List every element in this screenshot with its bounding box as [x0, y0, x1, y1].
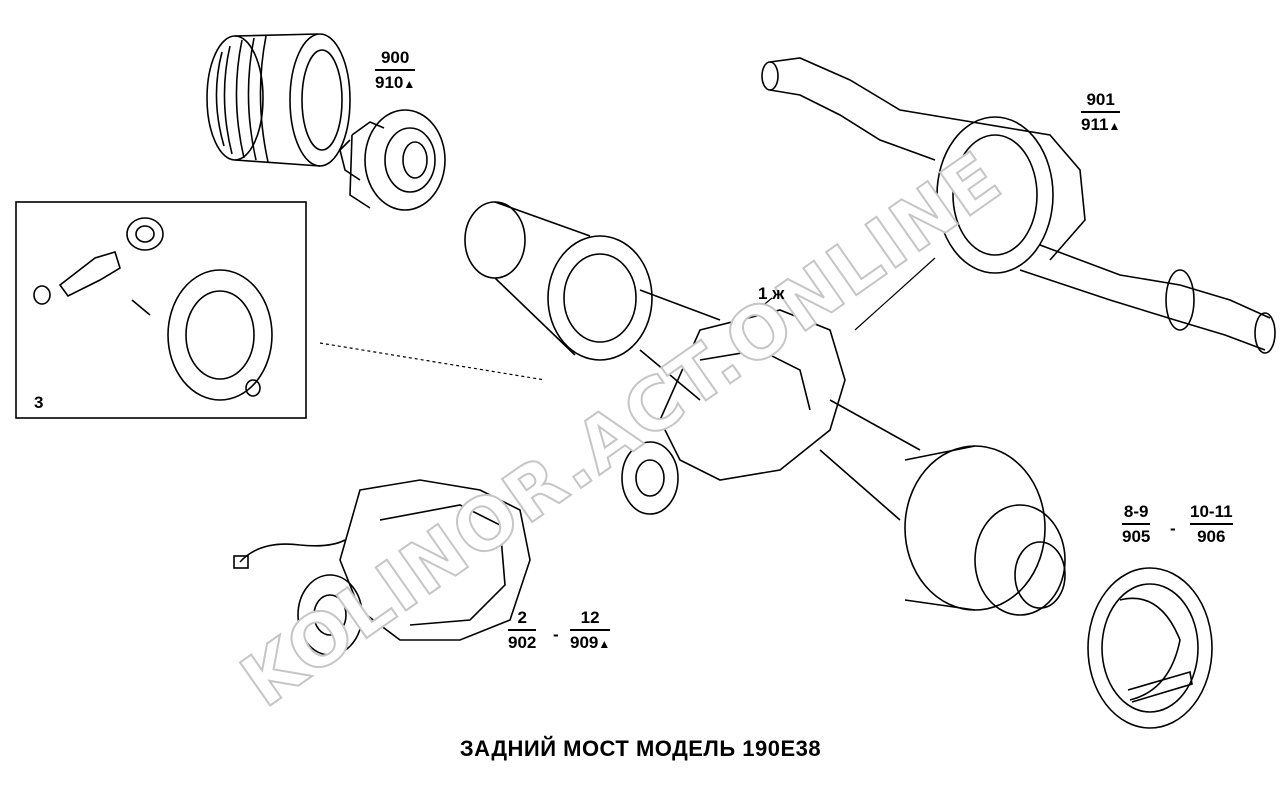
- callout-differential-a-top: 2: [517, 608, 527, 627]
- leader-lines: [319, 257, 936, 381]
- triangle-icon: ▲: [598, 637, 611, 651]
- callout-axle-assembly: 1 ж: [758, 284, 784, 304]
- callout-differential-b-bottom: 909: [570, 633, 599, 652]
- ring-gear-inset-drawing: [15, 201, 307, 419]
- wheel-hub-drawing: [339, 109, 446, 211]
- range-dash: -: [1170, 519, 1176, 538]
- axle-housing-drawing: [761, 57, 1276, 354]
- callout-differential-b-top: 12: [580, 608, 600, 627]
- callout-axle-housing-top: 901: [1086, 90, 1115, 109]
- callout-brake-drum-bottom: 910: [375, 73, 404, 92]
- fraction-bar: [1190, 523, 1233, 525]
- callout-inset-ring-gear: 3: [34, 393, 44, 412]
- callout-brake-drum-top: 900: [380, 48, 410, 67]
- fraction-bar: [508, 629, 537, 631]
- fraction-bar: [1081, 111, 1121, 113]
- callout-differential-b: 12 909▲: [570, 608, 611, 654]
- callout-axle-assembly-label: 1: [758, 284, 768, 303]
- fraction-bar: [1122, 523, 1151, 525]
- callout-brake-drum: 900 910▲: [375, 48, 416, 94]
- callout-brake-shoes-a-bottom: 905: [1122, 527, 1151, 546]
- differential-drawing: [233, 479, 531, 656]
- callout-brake-drum-bottom-row: 910▲: [375, 73, 415, 94]
- callout-brake-shoes-b-top: 10-11: [1190, 502, 1233, 521]
- callout-axle-housing-bottom-row: 911▲: [1081, 115, 1120, 136]
- brake-shoes-drawing: [1087, 567, 1213, 729]
- diagram-caption: ЗАДНИЙ МОСТ МОДЕЛЬ 190E38: [459, 736, 822, 761]
- callout-brake-shoes-b: 10-11 906: [1190, 502, 1233, 546]
- callout-brake-shoes-a-top: 8-9: [1123, 502, 1149, 521]
- range-dash: -: [553, 625, 559, 644]
- fraction-bar: [570, 629, 611, 631]
- callout-differential-b-bottom-row: 909▲: [570, 633, 610, 654]
- callout-brake-shoes-b-bottom: 906: [1197, 527, 1226, 546]
- callout-axle-housing: 901 911▲: [1081, 90, 1121, 136]
- brake-drum-drawing: [206, 33, 351, 167]
- axle-assembly-drawing: [464, 201, 1066, 616]
- callout-brake-shoes-a: 8-9 905: [1122, 502, 1151, 546]
- callout-differential-a: 2 902: [508, 608, 537, 652]
- triangle-icon: ▲: [403, 77, 416, 91]
- callout-differential-a-bottom: 902: [508, 633, 537, 652]
- triangle-icon: ▲: [1108, 119, 1121, 133]
- fraction-bar: [375, 69, 416, 71]
- asterisk-mark-icon: ж: [772, 284, 785, 303]
- callout-axle-housing-bottom: 911: [1081, 115, 1109, 134]
